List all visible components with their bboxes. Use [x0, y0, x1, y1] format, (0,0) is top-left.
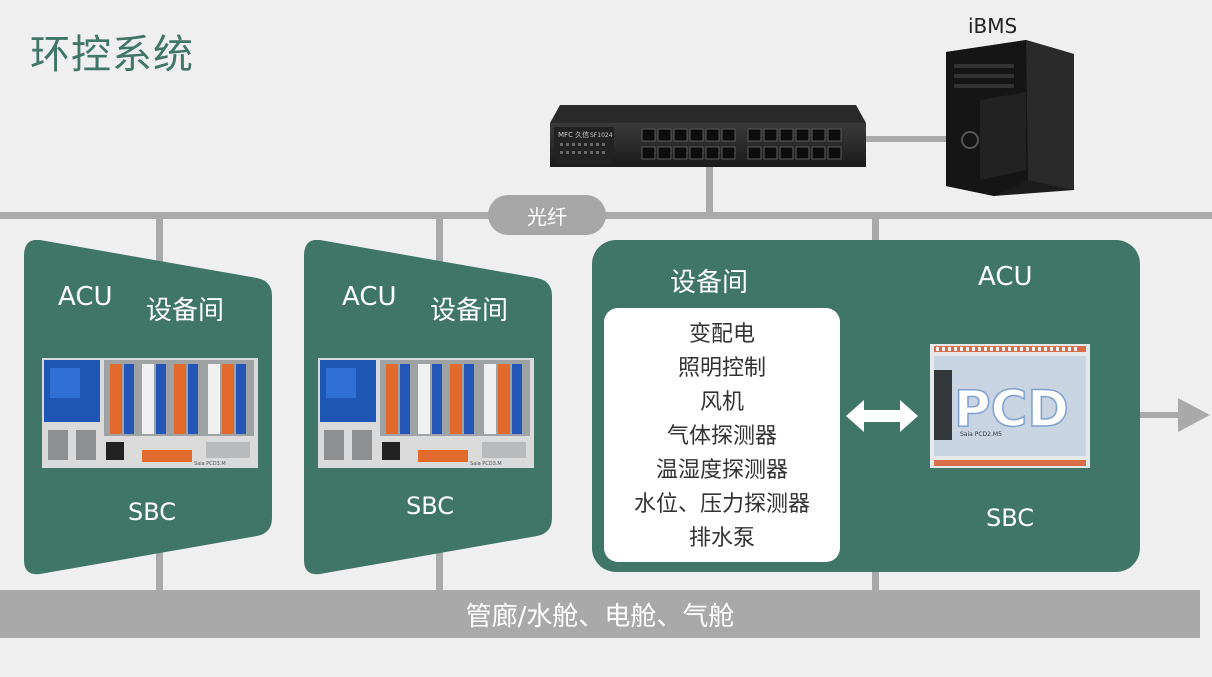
server-icon — [946, 40, 1074, 196]
fiber-backbone-line — [0, 212, 1212, 219]
device-item-2: 照明控制 — [677, 356, 766, 381]
device-item-5: 温湿度探测器 — [655, 458, 788, 483]
pcd-controller-icon: PCD Saia PCD2.M5 — [930, 344, 1090, 468]
right-arrow-shaft — [1140, 412, 1186, 418]
device-item-7: 排水泵 — [688, 526, 755, 551]
network-switch-icon: MFC 久信 SF1024 — [550, 105, 866, 167]
bottom-bar-label: 管廊/水舱、电舱、气舱 — [0, 590, 1200, 638]
switch-server-line — [862, 136, 952, 142]
switch-down-line — [706, 165, 713, 215]
device-item-3: 风机 — [699, 390, 744, 415]
acu-1-sbc-label: SBC — [128, 498, 177, 526]
switch-model: SF1024 — [590, 132, 613, 139]
acu-2-label: ACU — [342, 282, 397, 312]
ibms-label: iBMS — [968, 14, 1018, 38]
main-acu-label: ACU — [978, 262, 1033, 292]
switch-brand: MFC 久信 — [558, 130, 589, 139]
device-item-1: 变配电 — [688, 322, 755, 347]
main-room-label: 设备间 — [670, 268, 749, 298]
plc-module-2-icon: Saia PCD3.M — [318, 358, 534, 468]
pcd-subtext: Saia PCD2.M5 — [960, 431, 1002, 438]
right-arrow-icon — [1178, 398, 1210, 432]
device-item-4: 气体探测器 — [666, 424, 777, 449]
plc-module-1-icon: Saia PCD3.M — [42, 358, 258, 468]
page-title: 环控系统 — [30, 32, 194, 78]
acu-1-label: ACU — [58, 282, 113, 312]
double-arrow-icon — [846, 400, 918, 432]
pcd-text: PCD — [954, 380, 1069, 438]
acu-2-sbc-label: SBC — [406, 492, 455, 520]
module-2-text: Saia PCD3.M — [470, 461, 502, 467]
acu-1-room-label: 设备间 — [146, 296, 225, 326]
device-list-box: 变配电 照明控制 风机 气体探测器 温湿度探测器 水位、压力探测器 排水泵 — [604, 308, 840, 562]
main-sbc-label: SBC — [986, 504, 1035, 532]
fiber-label: 光纤 — [488, 195, 606, 235]
module-1-text: Saia PCD3.M — [194, 461, 226, 467]
acu-2-room-label: 设备间 — [430, 296, 509, 326]
device-item-6: 水位、压力探测器 — [633, 492, 810, 517]
